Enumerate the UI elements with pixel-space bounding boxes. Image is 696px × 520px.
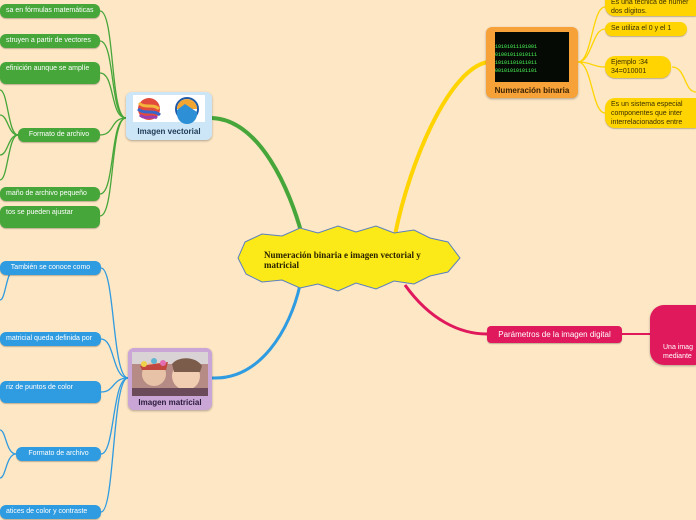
binary-row: 01001011010111 [495, 52, 538, 58]
central-title: Numeración binaria e imagen vectorial y … [264, 250, 421, 270]
matricial-item[interactable]: riz de puntos de color [0, 381, 101, 403]
matricial-title: Imagen matricial [138, 398, 202, 407]
central-node-shape[interactable] [237, 225, 461, 292]
matricial-connectors [0, 267, 129, 513]
vectorial-item[interactable]: Formato de archivo [18, 128, 100, 142]
branch-vectorial [211, 116, 304, 236]
branch-binaria [393, 60, 489, 236]
vectorial-item[interactable]: struyen a partir de vectores [0, 34, 100, 48]
matricial-node[interactable]: Imagen matricial [128, 348, 212, 410]
binaria-title: Numeración binaria [494, 86, 570, 95]
binaria-item[interactable]: Es un sistema especial componentes que i… [605, 98, 696, 128]
binary-row: 00101010101101 [495, 68, 538, 74]
binary-code-image: 10101011101001 01001011010111 1010110101… [495, 32, 569, 82]
vectorial-node[interactable]: Imagen vectorial [126, 92, 212, 140]
branch-parametros [403, 284, 488, 336]
vectorial-item[interactable]: tos se pueden ajustar [0, 206, 100, 228]
matricial-item[interactable]: atices de color y contraste [0, 505, 101, 519]
binaria-node[interactable]: 10101011101001 01001011010111 1010110101… [486, 27, 578, 98]
vectorial-title: Imagen vectorial [137, 127, 201, 136]
vectorial-item[interactable]: efinición aunque se amplíe [0, 62, 100, 84]
binaria-item[interactable]: Es una técnica de numer dos dígitos. [605, 0, 696, 16]
parametros-node[interactable]: Parámetros de la imagen digital [487, 326, 622, 343]
binary-row: 10101011101001 [495, 44, 538, 50]
matricial-item[interactable]: También se conoce como [0, 261, 101, 275]
vector-graphic-icon [133, 95, 205, 124]
matricial-item[interactable]: Formato de archivo [16, 447, 101, 461]
binary-row: 10101101011011 [495, 60, 538, 66]
binaria-connectors [577, 6, 696, 114]
matricial-item[interactable]: matricial queda definida por [0, 332, 101, 346]
vectorial-item[interactable]: sa en fórmulas matemáticas [0, 4, 100, 18]
branch-matricial [211, 284, 302, 380]
parametros-sub-node[interactable]: Una imag mediante [650, 305, 696, 365]
binaria-item[interactable]: Ejemplo :34 34=010001 [605, 56, 671, 78]
raster-photo-icon [132, 352, 208, 396]
vectorial-item[interactable]: maño de archivo pequeño [0, 187, 100, 201]
vectorial-connectors [0, 10, 127, 217]
binaria-item[interactable]: Se utiliza el 0 y el 1 [605, 22, 687, 36]
